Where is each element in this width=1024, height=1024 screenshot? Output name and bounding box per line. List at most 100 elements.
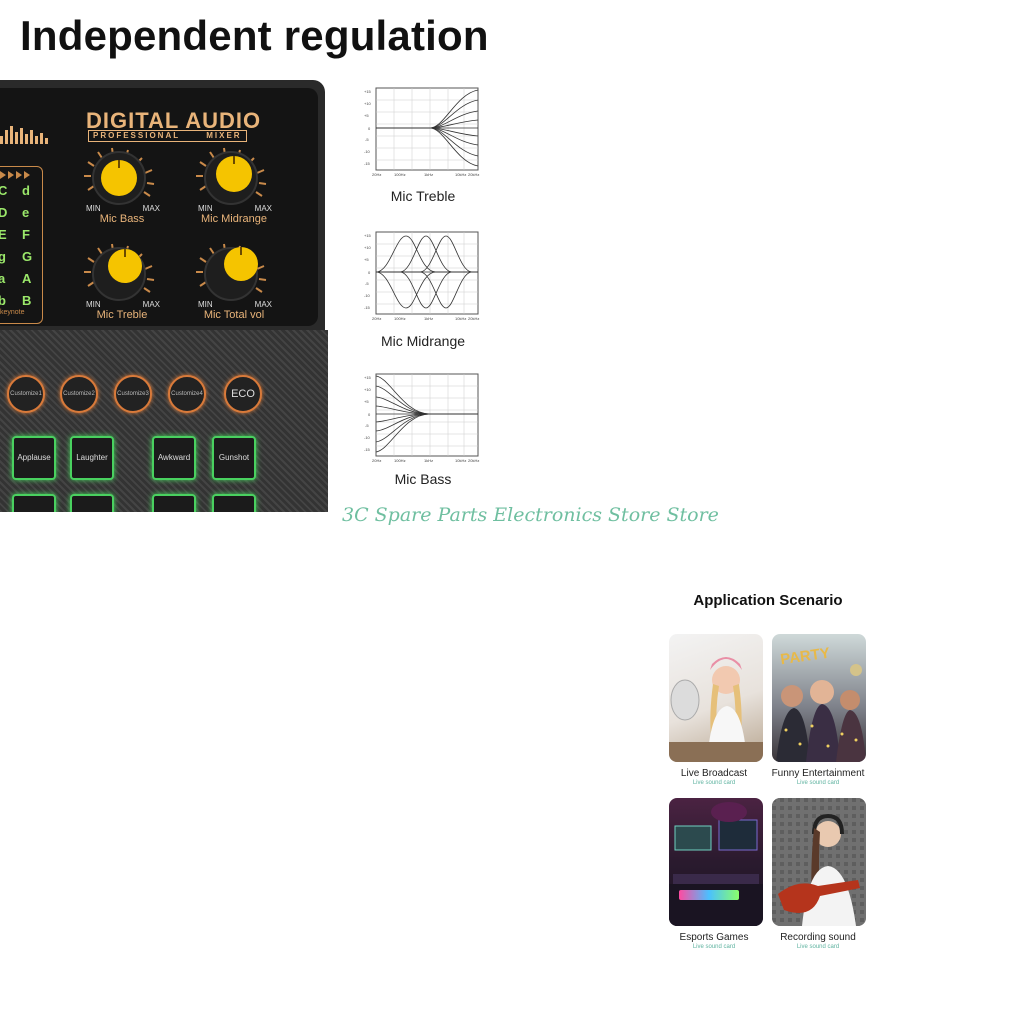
pad-row2-1[interactable] xyxy=(12,494,56,512)
keynote-label: keynote xyxy=(0,309,25,316)
knob-min: MIN xyxy=(86,300,101,309)
x-tick: 1kHz xyxy=(424,458,433,463)
y-tick: -15 xyxy=(364,305,371,310)
x-tick: 20Hz xyxy=(372,458,381,463)
eq-chart-treble: +15 +10 +5 0 -5 -10 -15 20Hz 100Hz 1kHz … xyxy=(360,84,500,178)
x-tick: 10kHz xyxy=(455,172,466,177)
x-tick: 1kHz xyxy=(424,316,433,321)
mixer-screen: DIGITAL AUDIO PROFESSIONAL MIXER C d D e… xyxy=(0,88,318,326)
knob-label: Mic Treble xyxy=(96,309,148,321)
knob-min: MIN xyxy=(86,204,101,213)
knob-icon xyxy=(196,243,267,301)
live-broadcast-image xyxy=(669,657,763,762)
brand-sub-left: PROFESSIONAL xyxy=(93,131,180,140)
tile-label: Esports Games xyxy=(679,932,749,943)
x-tick: 1kHz xyxy=(424,172,433,177)
key-left-5: a xyxy=(0,271,6,286)
y-tick: -5 xyxy=(365,137,369,142)
gunshot-pad[interactable]: Gunshot xyxy=(212,436,256,480)
awkward-pad[interactable]: Awkward xyxy=(152,436,196,480)
y-tick: -15 xyxy=(364,447,371,452)
funny-entertainment-image: PARTY xyxy=(776,645,866,762)
eq-chart-midrange: +15 +10 +5 0 -5 -10 -15 20Hz 100Hz 1kHz … xyxy=(360,228,500,322)
x-tick: 20Hz xyxy=(372,316,381,321)
y-tick: -10 xyxy=(364,293,371,298)
knob-label: Mic Bass xyxy=(99,213,145,225)
x-tick: 100Hz xyxy=(394,316,406,321)
headline: Independent regulation xyxy=(20,12,489,59)
tile-recording-sound xyxy=(772,798,866,926)
y-tick: +5 xyxy=(364,113,369,118)
y-tick: +15 xyxy=(364,375,372,380)
knob-min: MIN xyxy=(198,300,213,309)
y-tick: +10 xyxy=(364,387,372,392)
key-left-2: D xyxy=(0,205,8,220)
brand-title: DIGITAL AUDIO xyxy=(86,108,262,133)
x-tick: 10kHz xyxy=(455,316,466,321)
y-tick: -5 xyxy=(365,423,369,428)
y-tick: -15 xyxy=(364,161,371,166)
knob-label: Mic Total vol xyxy=(203,309,265,321)
x-tick: 10kHz xyxy=(455,458,466,463)
key-left-4: g xyxy=(0,249,6,264)
y-tick: 0 xyxy=(368,412,371,417)
knob-mic-midrange[interactable]: MIN MAX Mic Midrange xyxy=(194,146,274,236)
x-tick: 20kHz xyxy=(468,458,479,463)
customize1-button[interactable]: Customize1 xyxy=(7,375,45,413)
key-selector: C d D e E F g G a A b B keynote xyxy=(0,166,43,324)
eq-label-bass: Mic Bass xyxy=(394,471,452,487)
arrows-icon xyxy=(0,171,30,179)
tile-live-broadcast xyxy=(669,634,763,762)
pad-row2-2[interactable] xyxy=(70,494,114,512)
brand-sub-right: MIXER xyxy=(206,131,242,140)
customize3-button[interactable]: Customize3 xyxy=(114,375,152,413)
customize4-button[interactable]: Customize4 xyxy=(168,375,206,413)
customize2-button[interactable]: Customize2 xyxy=(60,375,98,413)
mixer-product-image: DIGITAL AUDIO PROFESSIONAL MIXER C d D e… xyxy=(0,80,328,512)
y-tick: +10 xyxy=(364,101,372,106)
esports-games-image xyxy=(669,802,763,926)
tile-sublabel: Live sound card xyxy=(692,780,736,786)
knob-min: MIN xyxy=(198,204,213,213)
y-tick: -5 xyxy=(365,281,369,286)
eq-curve-bass: +15 +10 +5 0 -5 -10 -15 20Hz 100Hz 1kHz … xyxy=(364,373,479,463)
applause-pad[interactable]: Applause xyxy=(12,436,56,480)
tile-funny-entertainment: PARTY xyxy=(772,634,866,762)
knob-max: MAX xyxy=(254,204,272,213)
eq-label-midrange: Mic Midrange xyxy=(380,333,466,349)
key-left-3: E xyxy=(0,227,7,242)
eq-curve-treble: +15 +10 +5 0 -5 -10 -15 20Hz 100Hz 1kHz … xyxy=(364,87,479,177)
store-watermark: 3C Spare Parts Electronics Store Store xyxy=(342,504,719,526)
y-tick: +15 xyxy=(364,89,372,94)
application-title: Application Scenario xyxy=(693,592,843,609)
key-left-6: b xyxy=(0,293,6,308)
eco-button[interactable]: ECO xyxy=(224,375,262,413)
y-tick: +5 xyxy=(364,399,369,404)
vu-meter-icon xyxy=(0,126,48,144)
eq-curve-midrange: +15 +10 +5 0 -5 -10 -15 20Hz 100Hz 1kHz … xyxy=(364,231,479,321)
tile-sublabel: Live sound card xyxy=(796,780,840,786)
tile-label: Live Broadcast xyxy=(680,768,748,779)
pad-row2-4[interactable] xyxy=(212,494,256,512)
y-tick: +5 xyxy=(364,257,369,262)
key-right-4: G xyxy=(22,249,33,264)
knob-icon xyxy=(84,243,155,301)
x-tick: 20kHz xyxy=(468,172,479,177)
pad-row2-3[interactable] xyxy=(152,494,196,512)
svg-text:PARTY: PARTY xyxy=(779,645,831,669)
x-tick: 100Hz xyxy=(394,172,406,177)
eq-chart-bass: +15 +10 +5 0 -5 -10 -15 20Hz 100Hz 1kHz … xyxy=(360,370,500,464)
x-tick: 20Hz xyxy=(372,172,381,177)
key-right-5: A xyxy=(22,271,32,286)
knob-label: Mic Midrange xyxy=(200,213,268,225)
tile-label: Funny Entertainment xyxy=(771,768,865,779)
mixer-button-panel: Customize1 Customize2 Customize3 Customi… xyxy=(0,330,328,512)
y-tick: -10 xyxy=(364,149,371,154)
key-right-1: d xyxy=(22,183,30,198)
laughter-pad[interactable]: Laughter xyxy=(70,436,114,480)
key-left-1: C xyxy=(0,183,8,198)
key-right-3: F xyxy=(22,227,30,242)
